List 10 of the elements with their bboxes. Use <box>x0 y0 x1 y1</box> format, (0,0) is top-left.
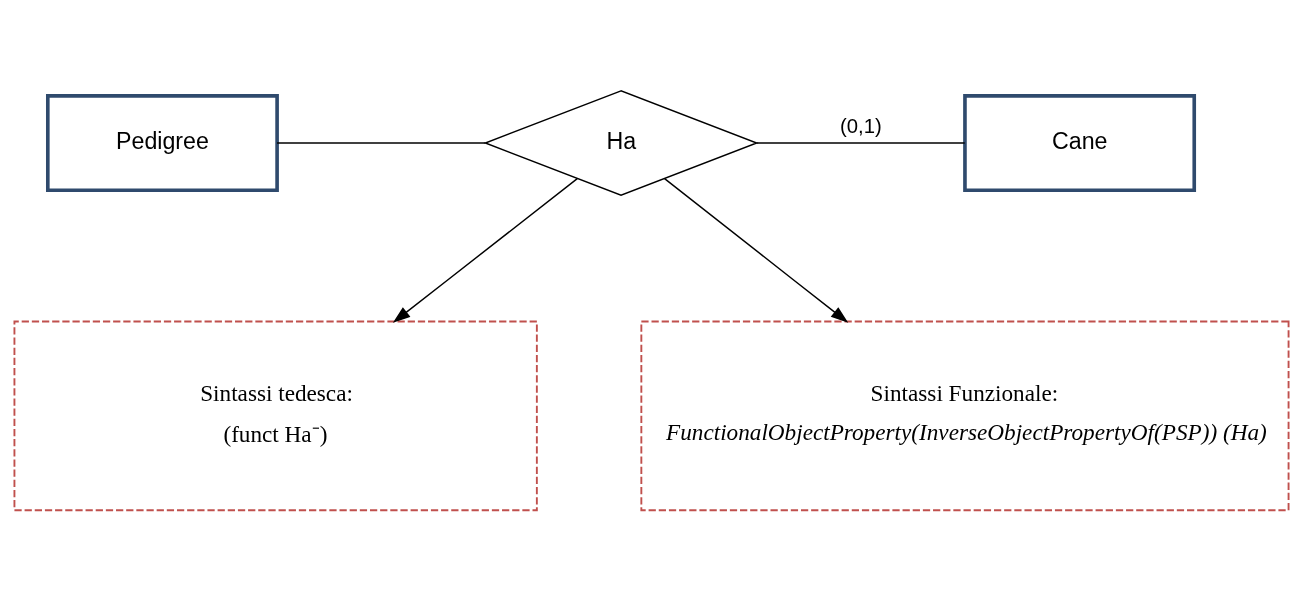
node-box: Sintassi Funzionale: FunctionalObjectProperty(InverseObjectPropertyOf(PSP)) (Ha) <box>640 320 1290 512</box>
node-box: Pedigree <box>46 94 279 193</box>
arrow <box>392 177 578 323</box>
connector <box>276 142 487 144</box>
node-box: Cane <box>963 94 1197 193</box>
node-box: Sintassi tedesca: (funct Ha⁻) <box>13 320 538 512</box>
connector <box>756 142 966 144</box>
arrow <box>663 177 849 323</box>
edge-label: (0,1) <box>839 115 882 138</box>
node-diamond: Ha <box>483 90 759 197</box>
